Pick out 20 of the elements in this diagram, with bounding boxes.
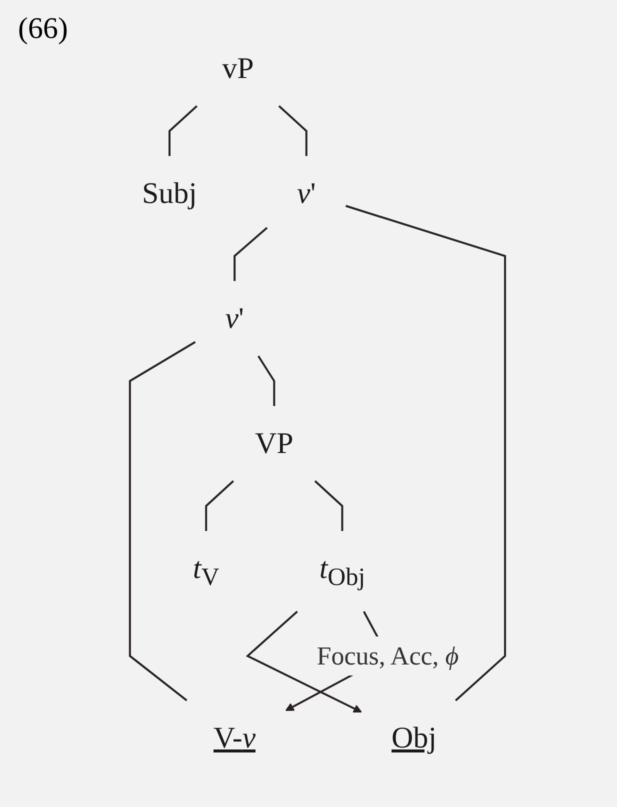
node-text: Obj	[392, 722, 437, 755]
example-number: (66)	[18, 12, 68, 46]
node-text: vP	[222, 52, 254, 86]
node-text: v'	[225, 302, 244, 336]
connector	[345, 205, 506, 702]
connector	[128, 341, 196, 702]
node-text: t$_{Obj}$	[319, 552, 366, 592]
edge-label: Focus, Acc, ϕ	[316, 642, 459, 671]
arrow	[246, 611, 362, 713]
connector	[205, 480, 234, 532]
node-text: Subj	[142, 177, 197, 210]
node-text: VP	[254, 427, 294, 460]
connector	[278, 106, 308, 156]
connector	[234, 227, 268, 282]
node-text: t$_{V}$	[192, 552, 220, 592]
node-text: v'	[296, 177, 316, 210]
connector	[314, 480, 344, 532]
connector	[168, 106, 198, 156]
node-text: V-v	[213, 722, 256, 755]
connector	[257, 356, 276, 406]
